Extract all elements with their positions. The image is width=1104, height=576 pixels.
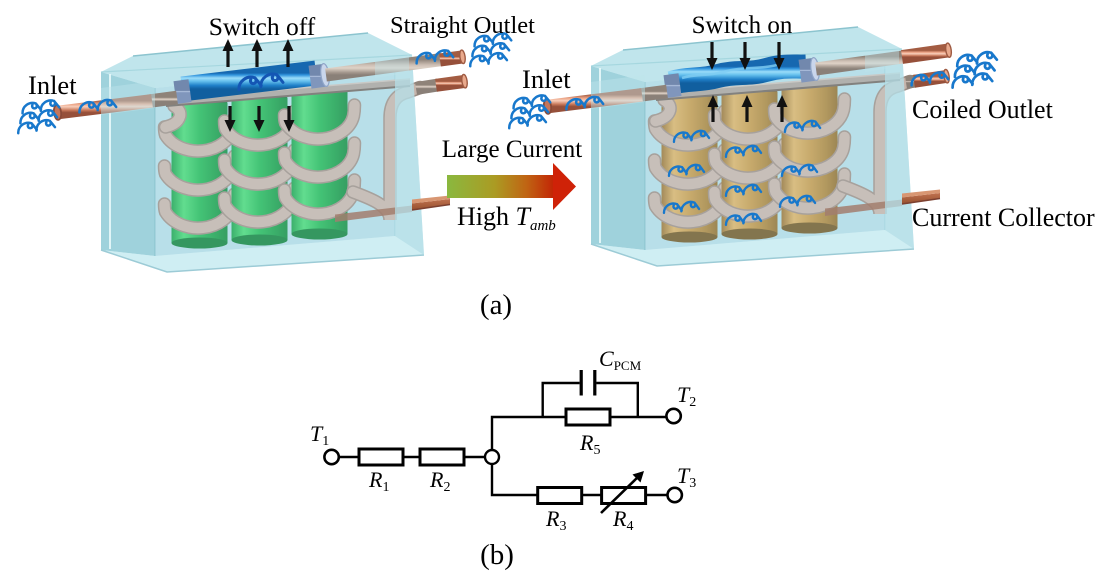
svg-text:R2: R2 xyxy=(429,467,450,495)
svg-text:R3: R3 xyxy=(545,506,566,534)
svg-text:Switch off: Switch off xyxy=(209,12,316,41)
svg-text:R1: R1 xyxy=(368,467,389,495)
svg-text:Large Current: Large Current xyxy=(442,136,583,163)
svg-text:(a): (a) xyxy=(480,289,512,321)
svg-text:R5: R5 xyxy=(579,430,600,458)
svg-text:Straight Outlet: Straight Outlet xyxy=(390,12,535,39)
svg-text:CPCM: CPCM xyxy=(599,346,642,373)
svg-text:Current Collector: Current Collector xyxy=(912,203,1095,232)
svg-text:Inlet: Inlet xyxy=(522,64,571,94)
svg-text:R4: R4 xyxy=(612,506,633,534)
svg-text:Coiled Outlet: Coiled Outlet xyxy=(912,95,1054,124)
svg-text:T3: T3 xyxy=(677,463,696,491)
svg-text:T1: T1 xyxy=(310,421,329,449)
svg-text:Inlet: Inlet xyxy=(28,70,77,100)
svg-text:Switch on: Switch on xyxy=(692,12,793,39)
svg-text:T2: T2 xyxy=(677,382,696,410)
svg-text:High Tamb: High Tamb xyxy=(457,202,556,234)
svg-text:(b): (b) xyxy=(480,539,514,571)
